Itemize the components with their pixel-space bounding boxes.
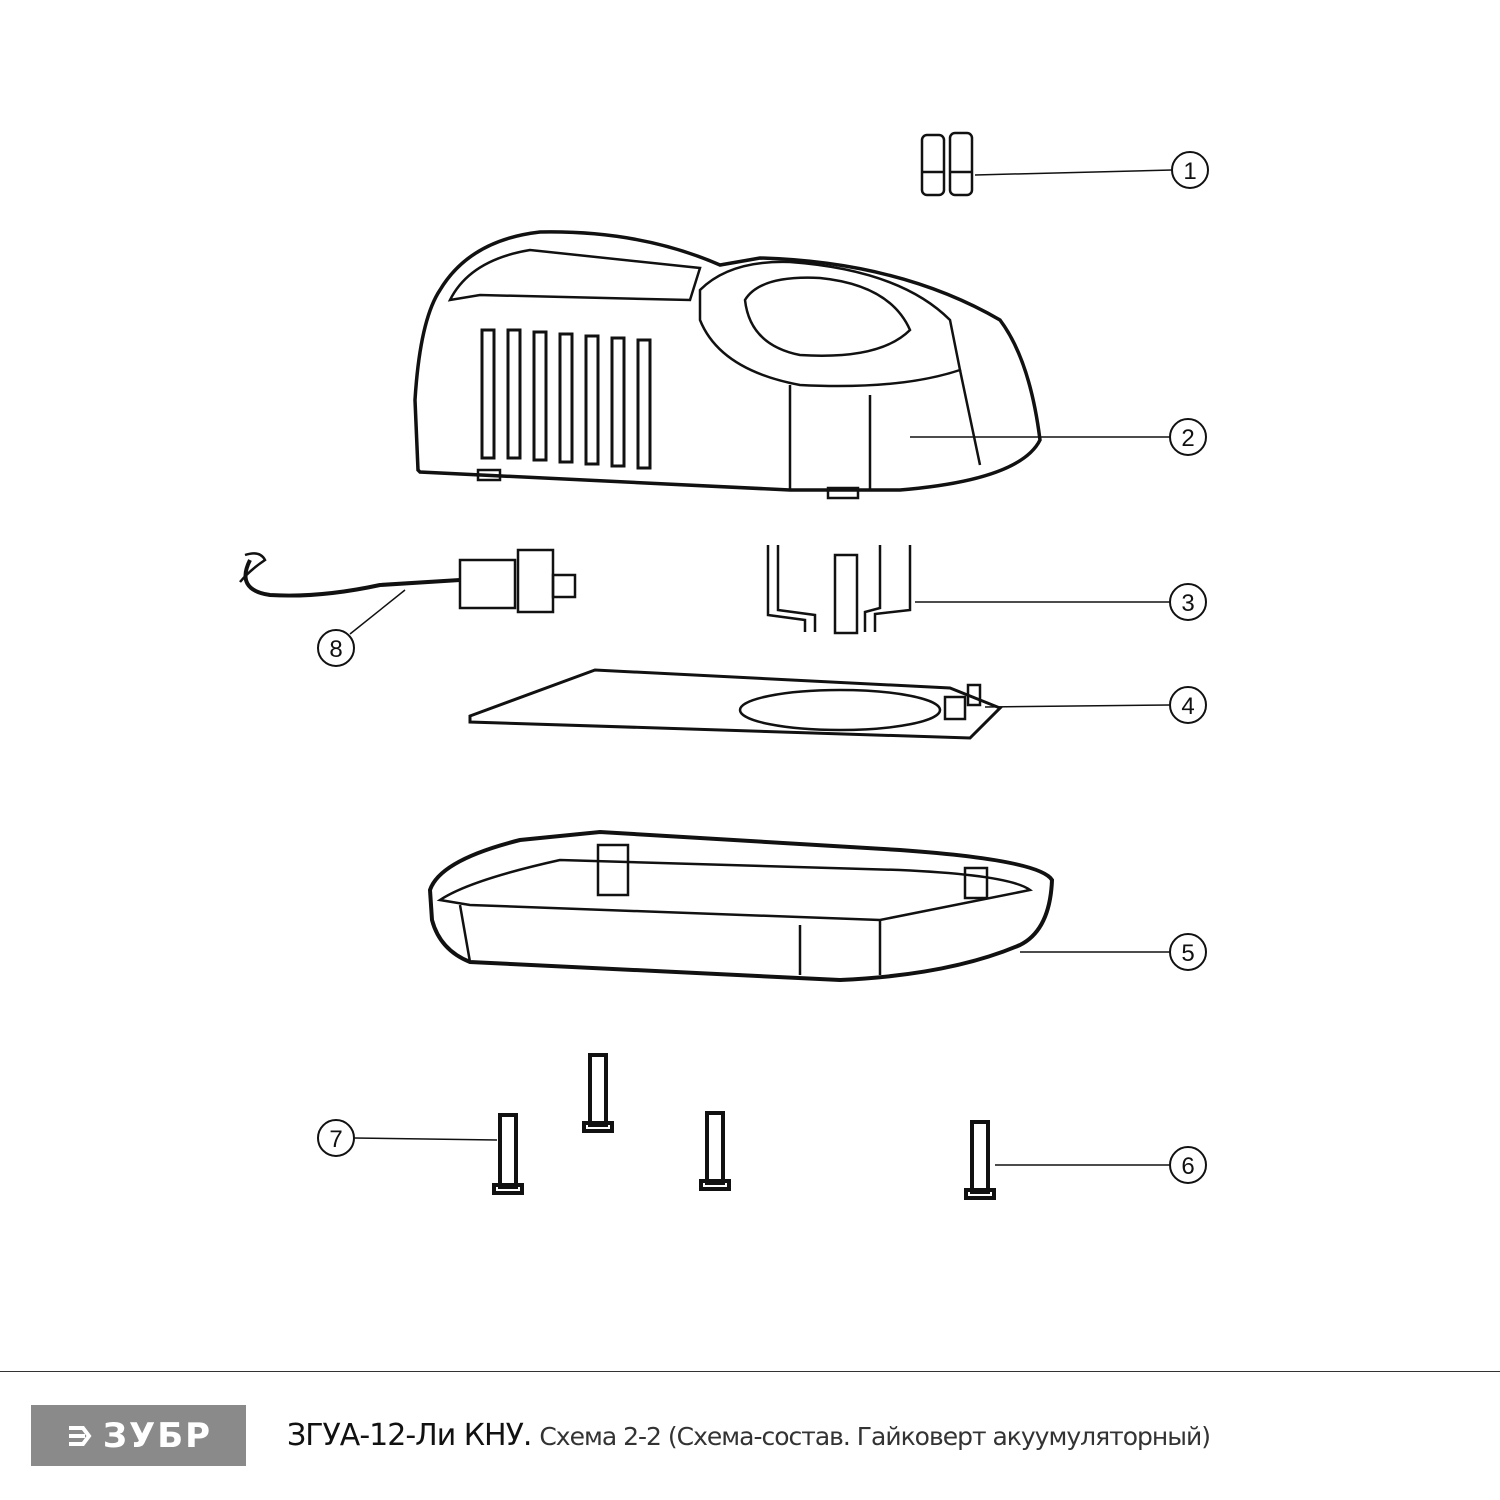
- callout-5: 5: [1181, 940, 1194, 967]
- exploded-parts-diagram: 1 2 3 4 5 6 7 8: [239, 131, 1209, 1200]
- part-8-power-cord: [239, 548, 577, 614]
- callout-leaders: [349, 169, 1173, 1166]
- caption: ЗГУА-12-Ли КНУ. Схема 2-2 (Схема-состав.…: [287, 1418, 1211, 1453]
- screw: [582, 1053, 614, 1133]
- part-3-terminal-contacts: [766, 545, 912, 635]
- part-2-top-housing: [413, 230, 1042, 500]
- part-6-screw: [964, 1120, 996, 1200]
- part-7-screw: [492, 1113, 524, 1195]
- callout-8: 8: [329, 636, 342, 663]
- part-4-circuit-board: [468, 668, 1003, 740]
- model-name: ЗГУА-12-Ли КНУ.: [287, 1418, 532, 1453]
- brand-logo: ЗУБР: [31, 1405, 246, 1466]
- logo-arrow-icon: [68, 1425, 92, 1446]
- part-1-contact-pins: [920, 131, 974, 197]
- screw: [699, 1111, 731, 1191]
- callout-circles: [317, 151, 1209, 1184]
- callout-1: 1: [1183, 158, 1196, 185]
- callout-2: 2: [1181, 425, 1194, 452]
- logo-text: ЗУБР: [102, 1415, 213, 1456]
- callout-3: 3: [1181, 590, 1194, 617]
- callout-6: 6: [1181, 1153, 1194, 1180]
- screws: [492, 1053, 996, 1200]
- footer-divider: [0, 1371, 1500, 1372]
- part-5-bottom-housing: [427, 829, 1055, 983]
- callout-4: 4: [1181, 693, 1194, 720]
- callout-7: 7: [329, 1126, 342, 1153]
- scheme-description: Схема 2-2 (Схема-состав. Гайковерт акуум…: [539, 1422, 1211, 1451]
